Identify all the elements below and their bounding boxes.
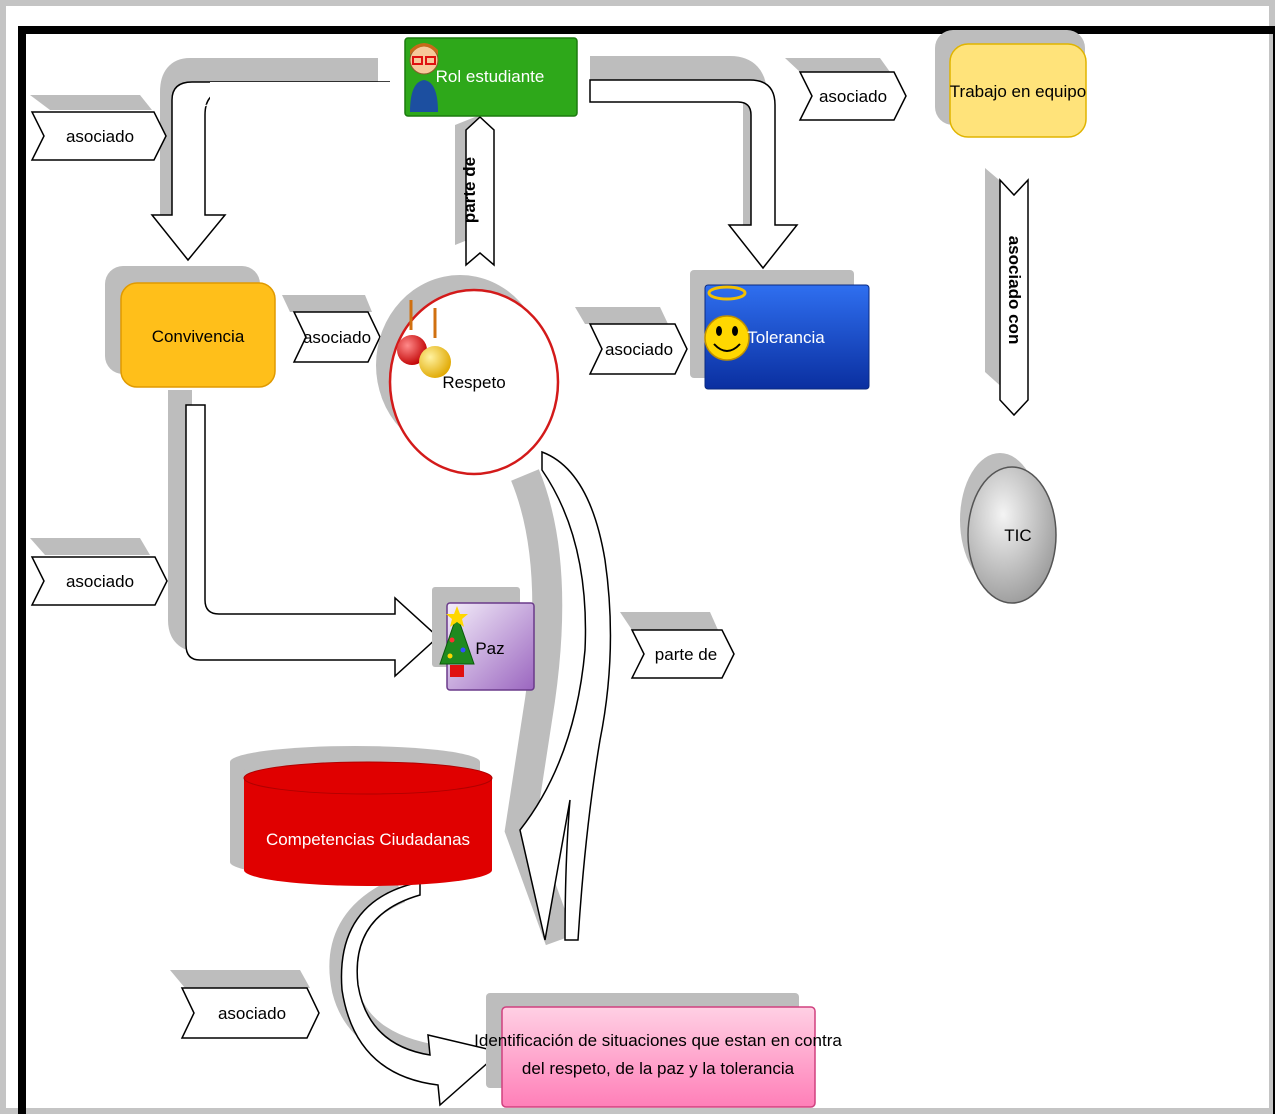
node-tic-text: TIC [1004, 526, 1031, 545]
node-identificacion[interactable]: Identificación de situaciones que estan … [474, 993, 842, 1108]
label-asociado-2: asociado [785, 58, 907, 121]
connector-rol-convivencia [150, 58, 390, 262]
node-rol-estudiante[interactable]: Rol estudiante [404, 37, 578, 117]
label-asociado-5: asociado [30, 538, 168, 606]
connector-competencias-identificacion [329, 878, 502, 1107]
node-convivencia[interactable]: Convivencia [105, 266, 276, 388]
label-asociado-con-vertical: asociado con [985, 168, 1029, 417]
label-asociado-6-text: asociado [218, 1004, 286, 1023]
node-respeto-text: Respeto [442, 373, 505, 392]
node-paz[interactable]: Paz [432, 587, 535, 691]
node-respeto[interactable]: Respeto [376, 275, 560, 476]
node-competencias-ciudadanas[interactable]: Competencias Ciudadanas [230, 746, 493, 886]
label-asociado-1: asociado [30, 95, 167, 161]
node-tolerancia-text: Tolerancia [747, 328, 825, 347]
connector-respeto-identificacion [504, 450, 612, 946]
label-asociado-con-vertical-text: asociado con [1005, 236, 1024, 345]
label-parte-de-horizontal-text: parte de [655, 645, 717, 664]
node-convivencia-text: Convivencia [152, 327, 245, 346]
inner-frame [18, 26, 1275, 1119]
node-tic[interactable]: TIC [960, 453, 1057, 604]
label-parte-de-vertical: parte de [455, 115, 495, 267]
label-asociado-4-text: asociado [605, 340, 673, 359]
connector-convivencia-paz [168, 390, 440, 678]
node-identificacion-line1: Identificación de situaciones que estan … [474, 1031, 842, 1050]
node-tolerancia[interactable]: Tolerancia [690, 270, 870, 390]
label-parte-de-horizontal: parte de [620, 612, 735, 679]
label-parte-de-vertical-text: parte de [460, 157, 479, 223]
node-paz-text: Paz [475, 639, 504, 658]
christmas-tree-icon [439, 606, 475, 677]
label-asociado-2-text: asociado [819, 87, 887, 106]
node-rol-estudiante-text: Rol estudiante [436, 67, 545, 86]
node-trabajo-en-equipo[interactable]: Trabajo en equipo [935, 30, 1087, 138]
label-asociado-1-text: asociado [66, 127, 134, 146]
label-asociado-5-text: asociado [66, 572, 134, 591]
node-trabajo-text: Trabajo en equipo [950, 82, 1086, 101]
connector-rol-tolerancia [589, 56, 799, 270]
label-asociado-4: asociado [575, 307, 688, 375]
label-asociado-6: asociado [170, 970, 320, 1039]
student-icon [409, 43, 439, 112]
label-asociado-3: asociado [282, 295, 381, 363]
node-identificacion-line2: del respeto, de la paz y la tolerancia [522, 1059, 795, 1078]
angel-smiley-icon [704, 285, 750, 361]
node-competencias-text: Competencias Ciudadanas [266, 830, 470, 849]
label-asociado-3-text: asociado [303, 328, 371, 347]
ornament-icon [397, 300, 451, 378]
